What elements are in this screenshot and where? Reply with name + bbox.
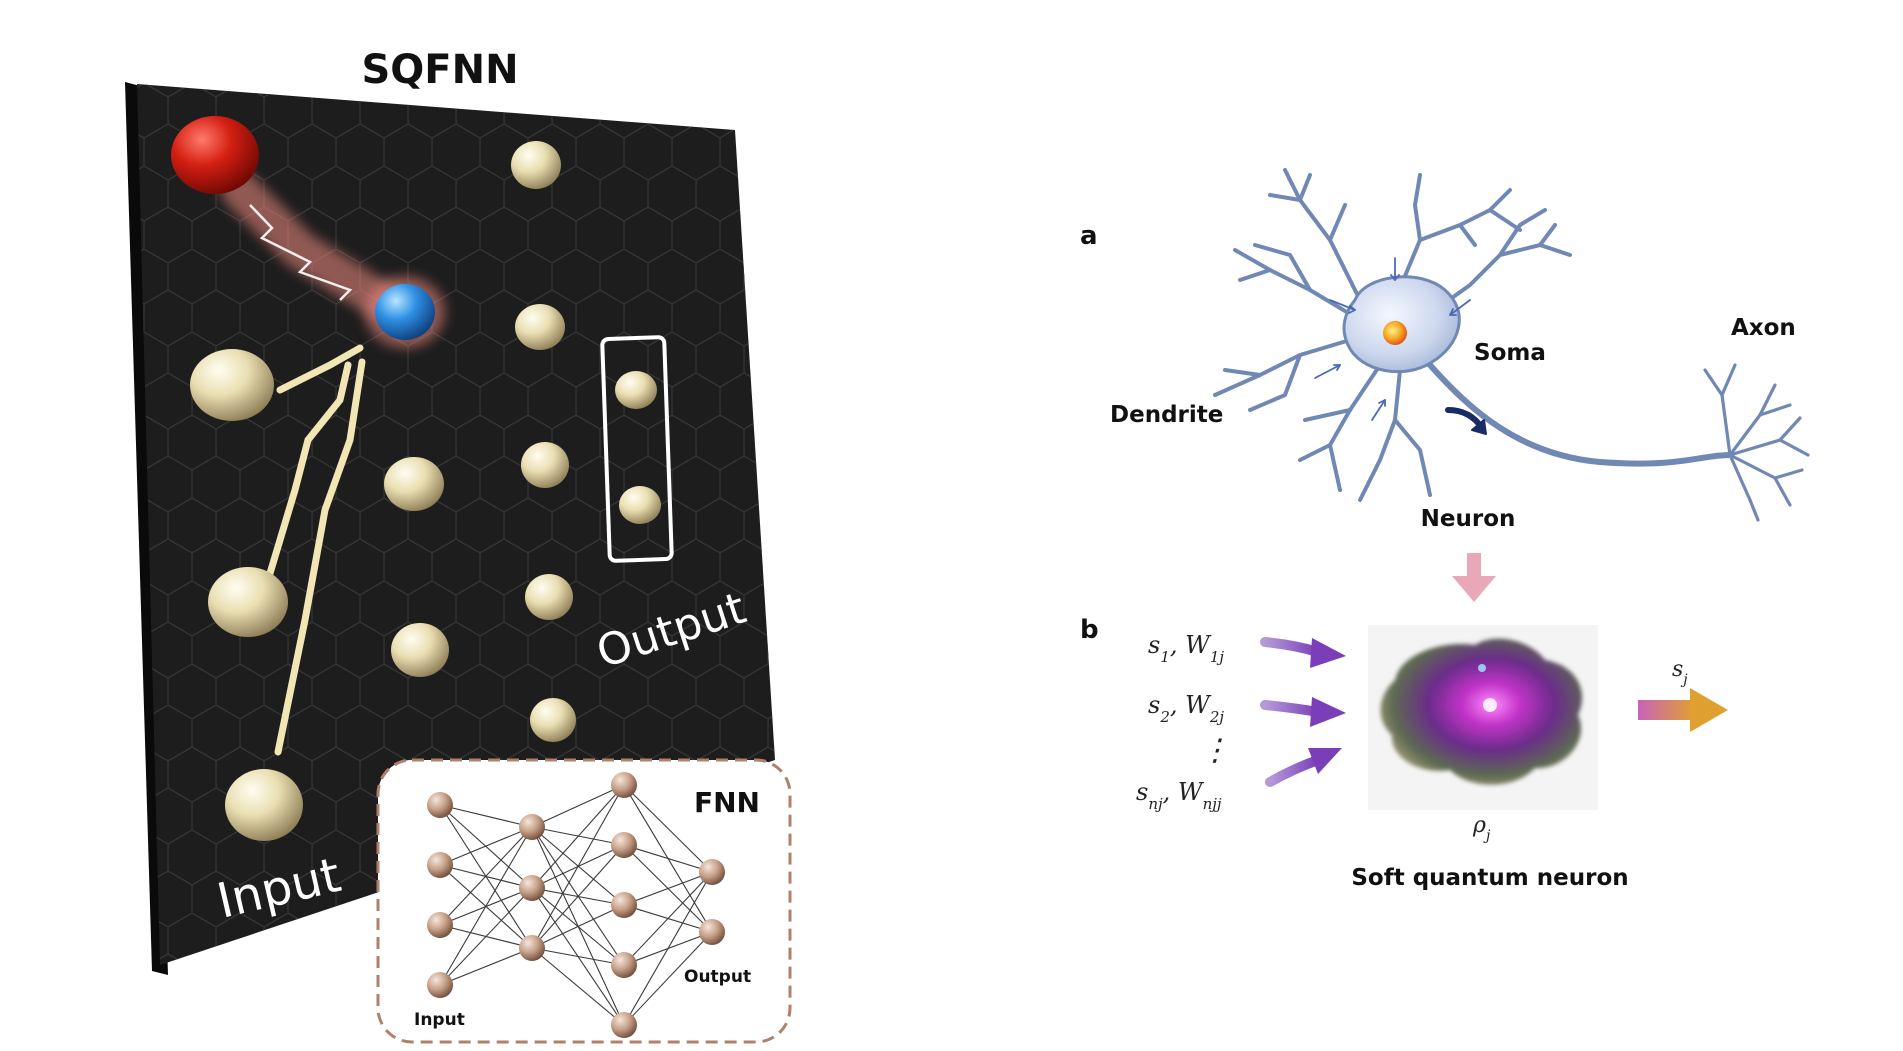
fnn-output-label: Output: [684, 967, 751, 987]
input-arrowhead: [1308, 748, 1342, 774]
fnn-inset-frame: [376, 758, 792, 1044]
signal-arrows: [1314, 257, 1471, 421]
soma-label: Soma: [1474, 340, 1546, 366]
fnn-nodes: [427, 772, 725, 1038]
input-node: [225, 769, 303, 841]
quantum-neuron: [1368, 625, 1598, 810]
column-node: [525, 574, 573, 620]
fnn-node: [519, 814, 545, 840]
dendrites: [1213, 168, 1572, 502]
fnn-node: [519, 935, 545, 961]
soft-quantum-neuron-caption: Soft quantum neuron: [1351, 865, 1628, 891]
sqfnn-nodes: [171, 116, 674, 841]
input-arrowhead: [1310, 697, 1346, 727]
neuron-to-quantum-arrow: [1452, 553, 1496, 602]
wire-2: [264, 361, 352, 584]
hidden-node: [384, 457, 444, 511]
input-arrow: [1260, 637, 1323, 657]
input-arrow: [1265, 755, 1323, 787]
fnn-node: [427, 972, 453, 998]
output-node: [615, 371, 657, 409]
input-arrowhead: [1310, 638, 1346, 668]
hidden-node: [391, 623, 449, 677]
output-node: [619, 486, 661, 524]
column-node: [515, 304, 565, 350]
fnn-node: [611, 952, 637, 978]
column-node: [521, 442, 569, 488]
quantum-neuron-highlight: [1478, 664, 1486, 672]
input-labels: s1, W1j s2, W2j ⋮ snj, Wnjj: [1136, 631, 1230, 813]
zigzag-link: [249, 204, 353, 301]
axon-terminals: [1703, 363, 1810, 522]
input-1-label: s1, W1j: [1148, 631, 1224, 666]
column-node: [530, 698, 576, 742]
output-signal-arrowhead: [1471, 419, 1487, 435]
output-sj-label: sj: [1672, 657, 1688, 688]
blue-node: [375, 284, 435, 340]
sqfnn-board: [125, 82, 775, 975]
quantum-neuron-blob: [1380, 638, 1583, 785]
fnn-node: [519, 875, 545, 901]
input-2-label: s2, W2j: [1148, 691, 1224, 726]
fnn-node: [611, 832, 637, 858]
fnn-node: [699, 919, 725, 945]
fnn-node: [611, 772, 637, 798]
red-node: [171, 116, 259, 194]
fnn-node: [699, 859, 725, 885]
input-node: [190, 349, 274, 421]
input-arrows: [1260, 637, 1346, 787]
output-box: [600, 335, 674, 563]
wire-3: [274, 358, 366, 756]
dendrite-label: Dendrite: [1110, 402, 1223, 428]
fnn-inset: FNN Input Output: [376, 758, 792, 1044]
neuron-illustration: [1213, 168, 1810, 522]
fnn-input-label: Input: [414, 1010, 465, 1030]
axon-label: Axon: [1731, 315, 1796, 341]
fnn-node: [611, 1012, 637, 1038]
output-arrow: [1638, 688, 1728, 732]
panel-b-label: b: [1080, 615, 1099, 645]
input-arrow: [1260, 700, 1323, 717]
fnn-node: [427, 912, 453, 938]
fnn-node: [427, 852, 453, 878]
axon-path: [1427, 362, 1733, 467]
input-n-label: snj, Wnjj: [1136, 778, 1222, 813]
input-node: [208, 567, 288, 637]
board-hex-grid: [137, 84, 775, 965]
neuron-label: Neuron: [1421, 506, 1516, 532]
wire-1: [276, 344, 364, 394]
panel-a-label: a: [1080, 221, 1098, 251]
nucleus: [1383, 321, 1407, 345]
rho-j-label: ρj: [1472, 813, 1491, 844]
input-ellipsis: ⋮: [1200, 733, 1230, 768]
sqfnn-title: SQFNN: [361, 47, 518, 93]
column-node: [511, 141, 561, 189]
quantum-neuron-highlight: [1483, 698, 1497, 712]
fnn-node: [611, 892, 637, 918]
fnn-edges: [439, 784, 713, 1026]
fnn-node: [427, 792, 453, 818]
fnn-title: FNN: [694, 786, 760, 819]
